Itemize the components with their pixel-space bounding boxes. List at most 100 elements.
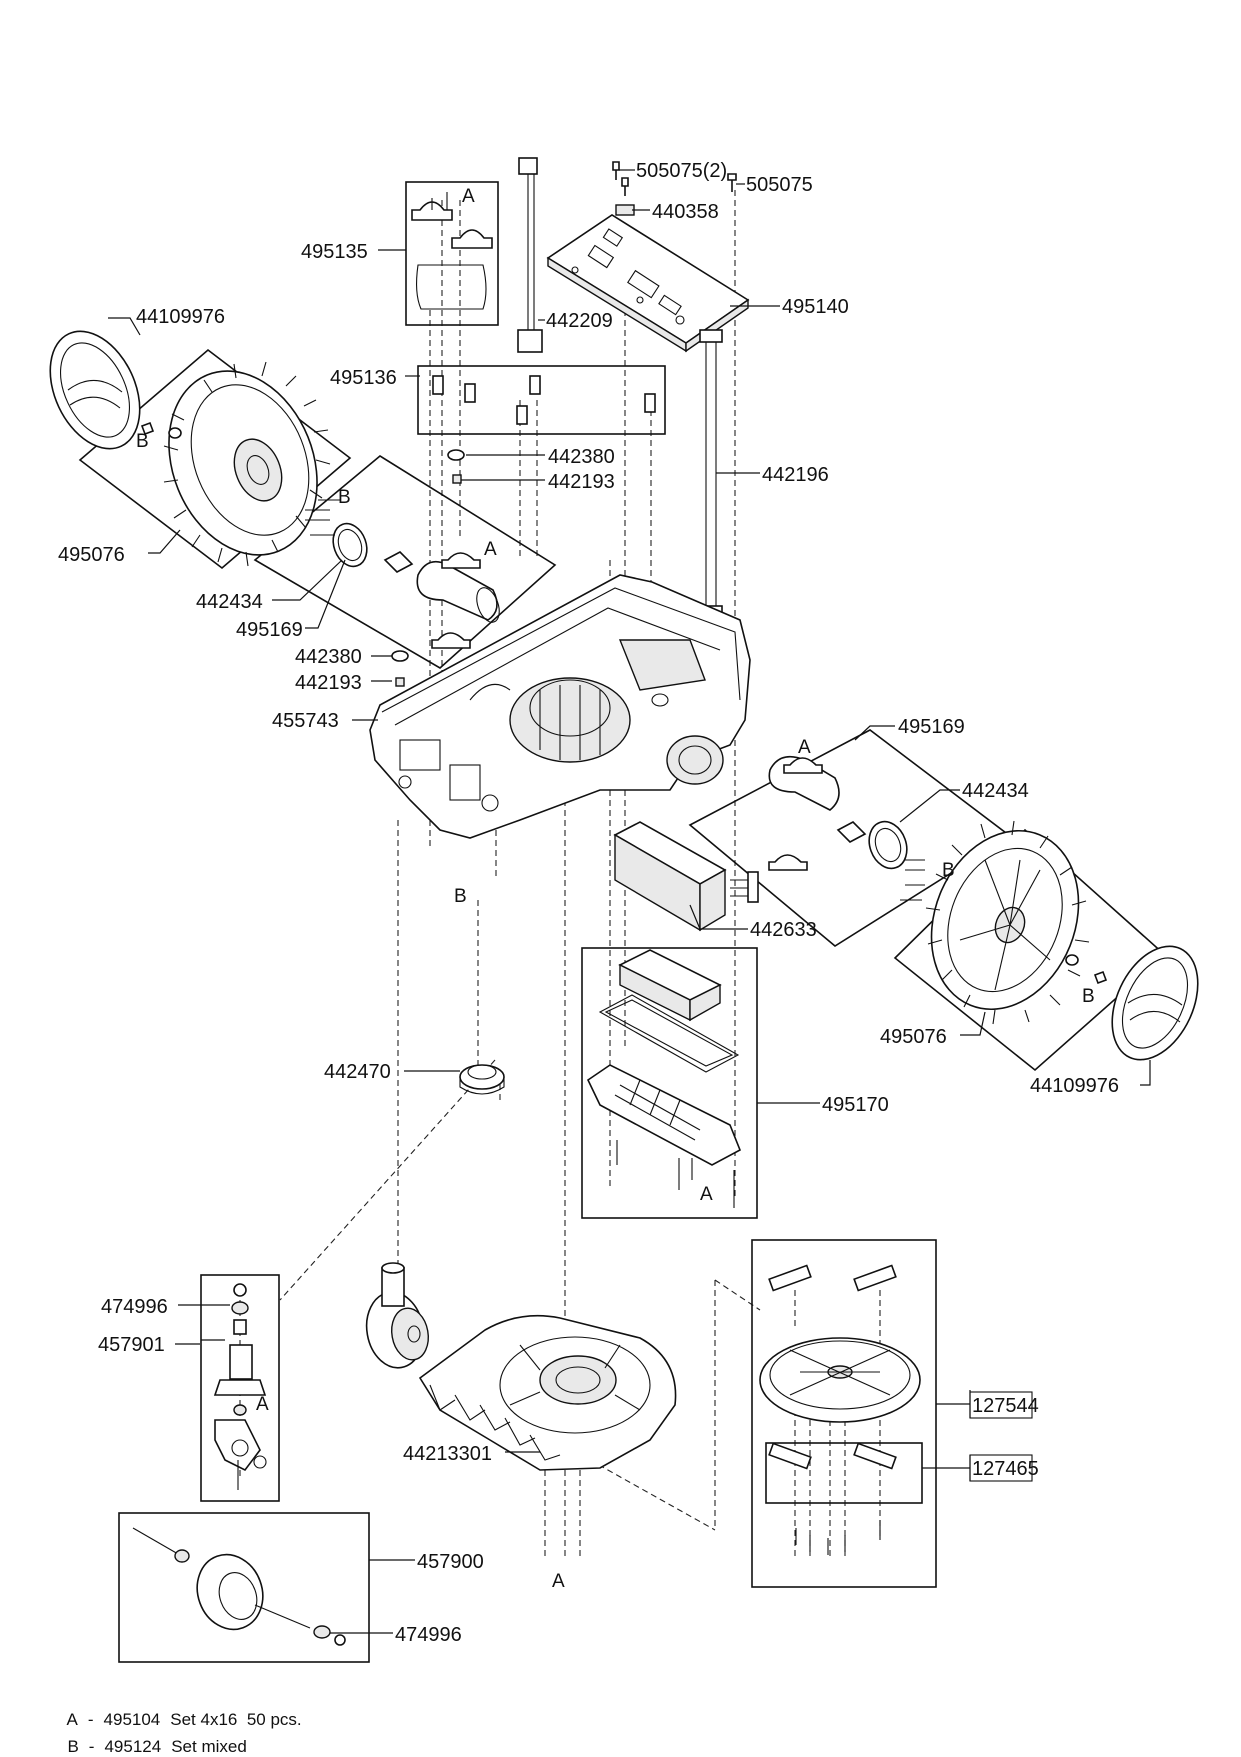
cable-442209 (517, 157, 543, 353)
screw-505075-c (727, 173, 737, 192)
chassis-455743 (369, 574, 751, 839)
grommet-442470 (459, 1064, 505, 1095)
label-boxes (969, 1391, 1033, 1482)
front-castor-wheel (365, 1262, 429, 1369)
part-group-boxes (78, 181, 1167, 1663)
label-495140: 495140 (782, 296, 849, 318)
marker-b-4: B (942, 860, 955, 881)
connectors-495136 (432, 375, 656, 425)
marker-a-2: A (484, 539, 497, 560)
box-495170 (581, 947, 758, 1219)
gear-coupling-right (836, 821, 867, 843)
motor-assembly-left (305, 499, 500, 649)
label-442193-b: 442193 (295, 672, 362, 694)
box-495076-left (78, 348, 352, 570)
box-495169-left (253, 455, 557, 669)
parts-artwork (49, 157, 1199, 1646)
blade-disc-127544 (759, 1264, 921, 1555)
nut-442193-b (395, 677, 405, 687)
cover-440358 (615, 204, 635, 216)
legend-code-b: 495124 (104, 1737, 162, 1756)
legend-desc-b: Set mixed (171, 1737, 247, 1756)
marker-b-2: B (338, 487, 351, 508)
marker-b-3: B (454, 886, 467, 907)
drive-wheel-495076-right (925, 820, 1108, 1025)
cutting-deck-44213301 (418, 1314, 677, 1471)
label-495170: 495170 (822, 1094, 889, 1116)
box-495136 (417, 365, 666, 435)
gasket-442434-left (332, 522, 368, 568)
motor-clamp-495135 (411, 192, 493, 310)
motor-assembly-right (768, 755, 925, 901)
label-505075: 505075 (746, 174, 813, 196)
label-495076-left: 495076 (58, 544, 125, 566)
label-442380-b: 442380 (295, 646, 362, 668)
label-455743: 455743 (272, 710, 339, 732)
rear-wheel-457900 (132, 1527, 346, 1646)
label-44109976-left: 44109976 (136, 306, 225, 328)
label-127544: 127544 (972, 1395, 1039, 1417)
box-457901 (200, 1274, 280, 1502)
washer-right (1065, 954, 1079, 966)
marker-a-1: A (462, 186, 475, 207)
label-457901: 457901 (98, 1334, 165, 1356)
leader-lines (108, 169, 1151, 1634)
nut-442193-a (452, 474, 462, 484)
label-442633: 442633 (750, 919, 817, 941)
label-442196: 442196 (762, 464, 829, 486)
circuit-board-495140 (546, 214, 750, 353)
label-474996-a: 474996 (101, 1296, 168, 1318)
legend-row-b: B-495124 Set mixed (58, 1717, 257, 1757)
cap-442380-b (391, 650, 409, 662)
bolt-b-right (1093, 970, 1108, 985)
box-127544 (751, 1239, 937, 1588)
box-457900 (118, 1512, 370, 1663)
screw-505075-a (612, 161, 620, 180)
marker-a-4: A (700, 1184, 713, 1205)
castor-assembly-457901 (213, 1283, 267, 1490)
box-127465 (765, 1442, 923, 1504)
legend-key-b: B (67, 1737, 79, 1756)
cable-442196 (699, 329, 723, 627)
label-442209: 442209 (546, 310, 613, 332)
label-495135: 495135 (301, 241, 368, 263)
battery-cover-495170 (586, 949, 742, 1208)
legend-key-a: A (66, 1710, 78, 1729)
marker-a-6: A (552, 1571, 565, 1592)
box-495135 (405, 181, 499, 326)
washer-left (168, 427, 182, 439)
legend-code-a: 495104 (103, 1710, 161, 1729)
legend-row-a: A-495104 Set 4x16 50 pcs. (58, 1690, 312, 1730)
label-442434-left: 442434 (196, 591, 263, 613)
marker-b-5: B (1082, 986, 1095, 1007)
hubcap-44109976-left (49, 330, 141, 450)
label-442470: 442470 (324, 1061, 391, 1083)
label-442380-a: 442380 (548, 446, 615, 468)
marker-b-1: B (136, 431, 149, 452)
drive-wheel-495076-left (140, 361, 331, 567)
marker-a-5: A (256, 1394, 269, 1415)
bolt-b-left (140, 421, 155, 436)
label-457900: 457900 (417, 1551, 484, 1573)
label-505075-2: 505075(2) (636, 160, 727, 182)
label-495076-right: 495076 (880, 1026, 947, 1048)
label-127465: 127465 (972, 1458, 1039, 1480)
legend-desc-a: Set 4x16 50 pcs. (170, 1710, 302, 1729)
legend-sep-b: - (88, 1737, 95, 1756)
motor-left (416, 560, 498, 621)
label-44109976-right: 44109976 (1030, 1075, 1119, 1097)
legend-sep-a: - (87, 1710, 94, 1729)
battery-442633 (613, 821, 759, 932)
marker-a-3: A (798, 737, 811, 758)
hubcap-44109976-right (1111, 945, 1199, 1061)
label-442193-a: 442193 (548, 471, 615, 493)
set-markers: A A A A A A B B B B B (136, 186, 1095, 1592)
label-495169-left: 495169 (236, 619, 303, 641)
part-labels: 505075(2) 505075 440358 495135 495140 44… (58, 160, 1119, 1646)
label-44213301: 44213301 (403, 1443, 492, 1465)
screw-505075-b (621, 177, 629, 196)
label-442434-right: 442434 (962, 780, 1029, 802)
label-495136: 495136 (330, 367, 397, 389)
gasket-442434-right (868, 820, 908, 870)
